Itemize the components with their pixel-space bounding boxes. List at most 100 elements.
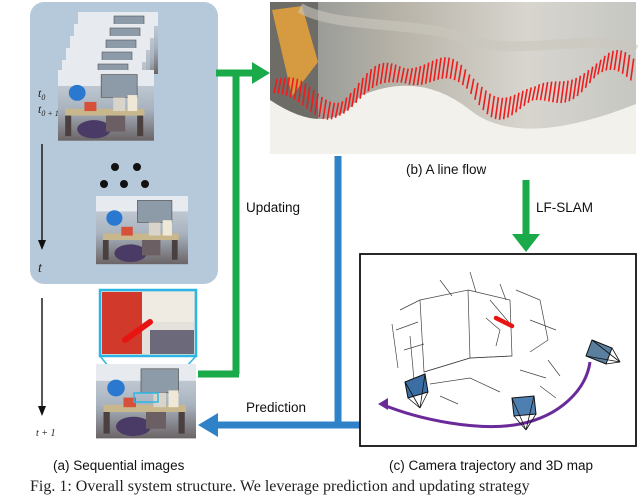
line-flow-segment: [572, 77, 578, 100]
line-flow-segment: [416, 65, 422, 86]
line-flow-segment: [429, 60, 434, 83]
line-flow-segment: [297, 80, 303, 103]
line-flow-segment: [605, 52, 610, 71]
zoom-inset-red-line: [122, 319, 153, 343]
line-flow-segment: [470, 78, 475, 95]
line-flow-segment: [359, 77, 364, 99]
line-flow-segment: [277, 77, 282, 94]
camera-frustum-3: [585, 339, 621, 365]
line-flow-segment: [474, 82, 479, 100]
line-flow-segment: [486, 93, 491, 115]
line-flow-segment: [621, 52, 627, 74]
zoom-inset-book: [150, 330, 194, 354]
line-flow-segment: [404, 68, 409, 84]
line-flow-segment: [535, 84, 541, 101]
line-flow-segment: [289, 77, 295, 98]
line-flow-segment: [564, 80, 569, 103]
updating-arrows: [198, 62, 270, 378]
caption-sequential-images: (a) Sequential images: [53, 458, 185, 473]
caption-line-flow: (b) A line flow: [406, 162, 487, 177]
prediction-arrow: [198, 156, 360, 437]
line-flow-segment: [461, 69, 467, 86]
line-flow-segment: [400, 67, 405, 83]
line-flow-segment: [617, 50, 623, 72]
line-flow-segment: [383, 62, 389, 83]
camera-frustum-2: [511, 395, 537, 431]
lf-slam-arrow: [512, 180, 540, 252]
line-flow-segment: [318, 96, 323, 118]
line-flow-segment: [601, 55, 606, 73]
line-flow-blur: [297, 3, 639, 55]
line-flow-segment: [453, 61, 459, 81]
time-axis: t0 t0 + 1 t t + 1: [36, 86, 59, 439]
label-lf-slam: LF-SLAM: [536, 200, 593, 215]
line-flow-segment: [580, 72, 586, 93]
frame-image-t: [95, 195, 189, 265]
zoom-region-box: [133, 392, 159, 403]
line-flow-segment: [506, 96, 512, 118]
line-flow-segment: [457, 64, 463, 83]
line-flow-segment: [433, 58, 438, 82]
lf-slam-arrow-head: [512, 234, 540, 252]
current-camera-line: [493, 315, 515, 329]
time-label-t: t: [38, 261, 43, 276]
time-axis-upper-arrowhead: [38, 240, 46, 250]
camera-trajectory-arrowhead: [378, 398, 388, 410]
line-flow-segment: [568, 79, 573, 102]
line-flow-segment: [388, 63, 393, 83]
line-flow-segment: [408, 67, 414, 85]
label-updating: Updating: [246, 200, 300, 215]
line-flow-segment: [465, 74, 471, 89]
line-flow-segment: [379, 62, 385, 85]
line-flow-segment: [519, 90, 524, 110]
line-flow-segment: [552, 81, 557, 103]
line-flow-segment: [392, 64, 397, 83]
3d-line-map: [391, 271, 561, 405]
line-flow-segment: [396, 66, 401, 83]
zoom-inset-wall: [142, 292, 194, 322]
line-flow-segment: [576, 75, 582, 97]
line-flow-segment: [347, 92, 352, 111]
line-flow-segment: [367, 69, 373, 92]
line-flow-segment: [322, 99, 327, 120]
sequential-images-panel: [30, 2, 218, 284]
line-flow-segment: [482, 90, 487, 111]
line-flow-segment: [273, 78, 278, 94]
time-label-t0-plus-1: t0 + 1: [38, 102, 59, 118]
line-flow-segment: [375, 63, 381, 86]
line-flow-segment: [523, 88, 528, 106]
line-flow-segment: [281, 77, 286, 95]
line-flow-segment: [314, 93, 319, 115]
line-flow-image: [270, 2, 639, 154]
line-flow-segment: [588, 66, 594, 84]
line-flow-segment: [494, 97, 500, 120]
line-flow-segment: [556, 81, 561, 104]
figure-caption: Fig. 1: Overall system structure. We lev…: [30, 478, 530, 495]
camera-frustum-1: [404, 373, 429, 409]
line-flow-segment: [310, 89, 315, 112]
line-flow-segment: [363, 72, 368, 95]
line-flow-segment: [334, 102, 340, 119]
line-flow-segment: [511, 94, 516, 116]
line-flow-segment: [478, 86, 483, 106]
line-flow-segment: [371, 65, 377, 89]
line-flow-segment: [330, 102, 336, 120]
line-flow-segment: [338, 101, 344, 116]
line-flow-segment: [355, 82, 360, 104]
line-flow-floor: [270, 85, 636, 154]
line-flow-segment: [498, 97, 504, 120]
label-prediction: Prediction: [246, 400, 306, 415]
camera-map-panel: [359, 253, 637, 447]
line-flow-red-lines: [273, 49, 635, 120]
camera-trajectory: [380, 361, 592, 429]
line-flow-segment: [301, 83, 307, 106]
line-flow-segment: [584, 69, 590, 88]
line-flow-segment: [502, 97, 508, 120]
line-flow-segment: [593, 63, 598, 79]
ellipsis-dots: [100, 163, 149, 188]
line-flow-segment: [531, 86, 537, 101]
line-flow-segment: [326, 101, 332, 120]
next-frame-group: [95, 288, 198, 440]
frame-image-t-plus-1: [95, 363, 197, 440]
